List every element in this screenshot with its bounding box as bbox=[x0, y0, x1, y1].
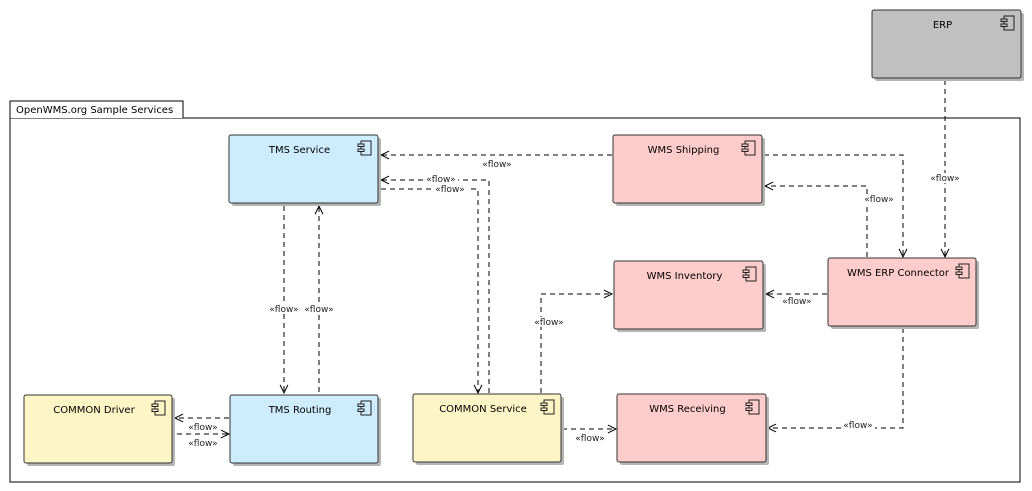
flow-line bbox=[768, 328, 904, 429]
flow-label: «flow» bbox=[304, 305, 333, 315]
flow-label-bg bbox=[424, 174, 458, 184]
flow-common-service-to-wms-receiving bbox=[562, 424, 618, 434]
flow-label: «flow» bbox=[269, 305, 298, 315]
component-label: WMS Shipping bbox=[648, 145, 720, 156]
component-box bbox=[871, 9, 1022, 79]
arrowhead bbox=[220, 429, 231, 439]
component-box bbox=[228, 134, 379, 204]
flow-label-bg bbox=[862, 194, 896, 204]
arrowhead bbox=[279, 384, 289, 395]
uml-component-icon bbox=[357, 140, 372, 156]
component-wms-shipping[interactable]: WMS Shipping bbox=[612, 134, 765, 206]
component-label: COMMON Service bbox=[439, 404, 527, 415]
component-common-service[interactable]: COMMON Service bbox=[412, 393, 564, 465]
component-wms-erp-connector[interactable]: WMS ERP Connector bbox=[827, 257, 979, 329]
component-tms-routing[interactable]: TMS Routing bbox=[229, 394, 381, 466]
uml-component-icon bbox=[151, 400, 166, 416]
component-common-driver[interactable]: COMMON Driver bbox=[23, 394, 175, 466]
flow-tms-service-to-tms-routing bbox=[279, 206, 289, 395]
arrowhead bbox=[898, 248, 908, 259]
flow-label-bg bbox=[480, 159, 514, 169]
arrowhead bbox=[473, 384, 483, 395]
flow-label-bg bbox=[532, 317, 566, 327]
component-box bbox=[612, 134, 763, 204]
flow-labels: «flow»«flow»«flow»«flow»«flow»«flow»«flo… bbox=[186, 159, 962, 449]
flow-edges bbox=[173, 80, 950, 439]
flow-label: «flow» bbox=[843, 421, 872, 431]
flow-label-bg bbox=[841, 420, 875, 430]
arrowhead bbox=[940, 248, 950, 259]
uml-component-icon bbox=[1000, 15, 1015, 31]
component-label: TMS Routing bbox=[268, 405, 332, 416]
flow-label-bg bbox=[186, 422, 220, 432]
component-label: TMS Service bbox=[268, 145, 330, 156]
flow-label-bg bbox=[573, 433, 607, 443]
component-wms-inventory[interactable]: WMS Inventory bbox=[613, 260, 766, 332]
flow-tms-service-to-common-service bbox=[381, 188, 483, 395]
component-box bbox=[613, 260, 764, 330]
uml-component-icon bbox=[540, 399, 555, 415]
component-label: WMS Inventory bbox=[647, 271, 723, 282]
component-box bbox=[229, 394, 379, 464]
flow-label: «flow» bbox=[426, 175, 455, 185]
component-label: COMMON Driver bbox=[53, 405, 135, 416]
component-tms-service[interactable]: TMS Service bbox=[228, 134, 381, 206]
arrowhead bbox=[607, 424, 618, 434]
uml-component-icon bbox=[741, 140, 756, 156]
flow-label-bg bbox=[433, 184, 467, 194]
component-label: WMS Receiving bbox=[649, 404, 726, 415]
flow-label: «flow» bbox=[188, 423, 217, 433]
flow-label: «flow» bbox=[575, 434, 604, 444]
flow-wms-shipping-to-wms-erp-connector bbox=[764, 154, 908, 259]
flow-label-bg bbox=[780, 296, 814, 306]
arrowhead bbox=[603, 289, 614, 299]
flow-label: «flow» bbox=[435, 185, 464, 195]
flow-label: «flow» bbox=[782, 297, 811, 307]
component-box bbox=[616, 393, 767, 463]
flow-label-bg bbox=[302, 304, 336, 314]
component-label: ERP bbox=[933, 20, 952, 31]
flow-common-service-to-wms-inventory bbox=[540, 289, 614, 393]
flow-label: «flow» bbox=[188, 439, 217, 449]
flow-label-bg bbox=[267, 304, 301, 314]
flow-erp-to-wms-erp-connector bbox=[940, 80, 950, 259]
component-label: WMS ERP Connector bbox=[847, 268, 950, 279]
flow-line bbox=[540, 293, 612, 393]
flow-label-bg bbox=[186, 438, 220, 448]
component-box bbox=[23, 394, 173, 464]
component-erp[interactable]: ERP bbox=[871, 9, 1024, 81]
component-wms-receiving[interactable]: WMS Receiving bbox=[616, 393, 769, 465]
package-title: OpenWMS.org Sample Services bbox=[16, 105, 173, 116]
flow-label: «flow» bbox=[930, 174, 959, 184]
flow-common-driver-to-tms-routing bbox=[177, 429, 231, 439]
uml-component-icon bbox=[742, 266, 757, 282]
component-box bbox=[412, 393, 562, 463]
uml-component-icon bbox=[955, 263, 970, 279]
flow-label: «flow» bbox=[864, 195, 893, 205]
flow-line bbox=[765, 185, 868, 257]
flow-label-bg bbox=[928, 173, 962, 183]
flow-label: «flow» bbox=[534, 318, 563, 328]
flow-line bbox=[764, 154, 904, 257]
flow-label: «flow» bbox=[482, 160, 511, 170]
uml-component-icon bbox=[357, 400, 372, 416]
component-box bbox=[827, 257, 977, 327]
uml-component-icon bbox=[745, 399, 760, 415]
